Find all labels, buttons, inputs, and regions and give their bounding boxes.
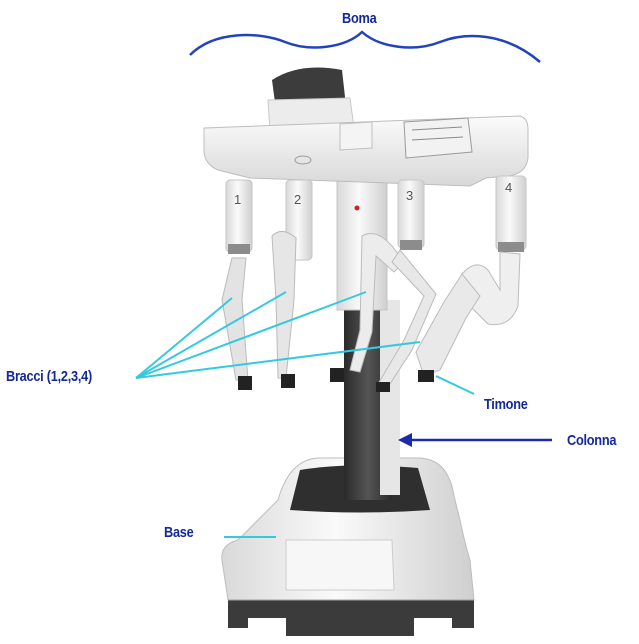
- pointer-arm-1: [136, 298, 232, 378]
- label-timone: Timone: [484, 396, 528, 413]
- timone-pointer: [436, 376, 474, 394]
- colonna-arrow: [398, 433, 552, 447]
- label-base: Base: [164, 524, 193, 541]
- pointer-arm-2: [136, 292, 286, 378]
- arm-number-2: 2: [294, 192, 301, 207]
- arm-number-3: 3: [406, 188, 413, 203]
- label-colonna: Colonna: [567, 432, 616, 449]
- arm-number-4: 4: [505, 180, 512, 195]
- arm-4: [416, 176, 526, 382]
- boma-boom: [204, 68, 528, 186]
- label-boma: Boma: [342, 10, 376, 27]
- arm-1: [222, 180, 252, 390]
- boma-brace: [190, 32, 540, 62]
- arm-number-1: 1: [234, 192, 241, 207]
- pointer-arm-3: [136, 292, 366, 378]
- label-bracci: Bracci (1,2,3,4): [6, 368, 92, 385]
